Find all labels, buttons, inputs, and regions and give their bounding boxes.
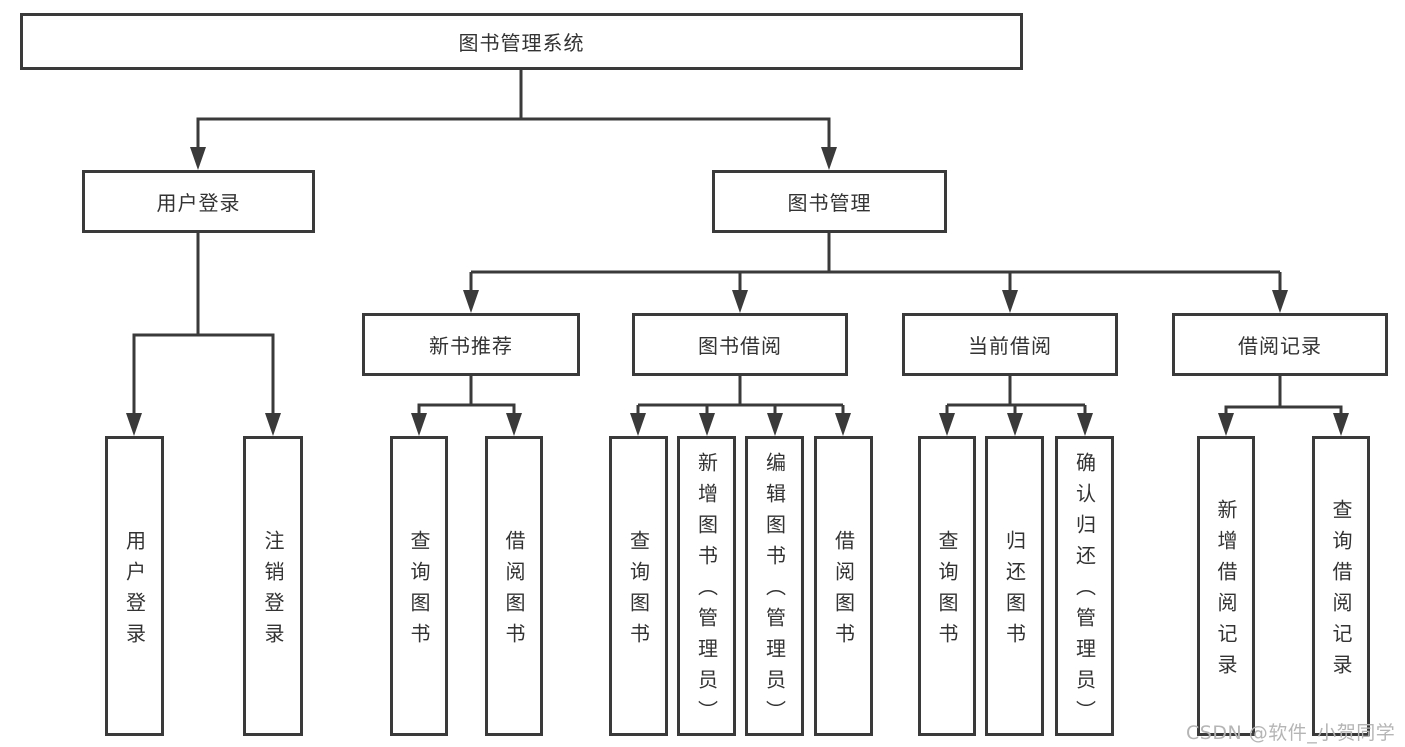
- leaf-query-books-borrow-label: 查询图书: [626, 529, 651, 654]
- leaf-user-login: 用户登录: [105, 436, 164, 736]
- arrowhead: [630, 413, 646, 436]
- arrowhead: [732, 290, 748, 313]
- node-current-borrow-label: 当前借阅: [968, 334, 1052, 358]
- leaf-add-borrow-record: 新增借阅记录: [1197, 436, 1255, 736]
- leaf-edit-books-admin-label: 编辑图书（管理员）: [762, 452, 787, 731]
- arrowhead: [126, 413, 142, 436]
- node-borrow-records-label: 借阅记录: [1238, 334, 1322, 358]
- leaf-query-books-current: 查询图书: [918, 436, 976, 736]
- leaf-borrow-books-recommend-label: 借阅图书: [502, 529, 526, 654]
- leaf-confirm-return-admin-label: 确认归还（管理员）: [1072, 452, 1097, 731]
- node-book-borrow-label: 图书借阅: [698, 334, 782, 358]
- arrowhead: [1002, 290, 1018, 313]
- leaf-query-books-current-label: 查询图书: [935, 529, 959, 654]
- node-root-system-label: 图书管理系统: [458, 31, 585, 55]
- edges-user-login-subtree: [132, 233, 275, 414]
- edges-book-borrow-subtree: [636, 376, 845, 414]
- leaf-confirm-return-admin: 确认归还（管理员）: [1055, 436, 1114, 736]
- edges-root-to-level2: [196, 70, 831, 150]
- arrowhead: [767, 413, 783, 436]
- arrowheads: [126, 147, 1349, 436]
- leaf-add-borrow-record-label: 新增借阅记录: [1214, 498, 1238, 685]
- leaf-query-books-recommend: 查询图书: [390, 436, 448, 736]
- node-borrow-records: 借阅记录: [1172, 313, 1388, 376]
- leaf-return-books-label: 归还图书: [1002, 529, 1027, 654]
- arrowhead: [190, 147, 206, 170]
- arrowhead: [1077, 413, 1093, 436]
- leaf-query-borrow-record: 查询借阅记录: [1312, 436, 1370, 736]
- leaf-borrow-books: 借阅图书: [814, 436, 873, 736]
- leaf-logout: 注销登录: [243, 436, 303, 736]
- leaf-return-books: 归还图书: [985, 436, 1044, 736]
- node-book-management-label: 图书管理: [787, 191, 872, 215]
- leaf-borrow-books-label: 借阅图书: [831, 529, 856, 654]
- csdn-watermark: CSDN @软件_小贺同学: [1186, 722, 1396, 744]
- node-book-borrow: 图书借阅: [632, 313, 848, 376]
- leaf-add-books-admin-label: 新增图书（管理员）: [694, 452, 719, 731]
- arrowhead: [835, 413, 851, 436]
- leaf-logout-label: 注销登录: [261, 529, 285, 654]
- leaf-add-books-admin: 新增图书（管理员）: [677, 436, 736, 736]
- edges-current-borrow-subtree: [945, 376, 1087, 414]
- leaf-query-books-recommend-label: 查询图书: [407, 529, 431, 654]
- node-user-login-label: 用户登录: [156, 191, 241, 215]
- arrowhead: [1333, 413, 1349, 436]
- node-user-login: 用户登录: [82, 170, 315, 233]
- arrowhead: [506, 413, 522, 436]
- arrowhead: [411, 413, 427, 436]
- arrowhead: [1272, 290, 1288, 313]
- arrowhead: [821, 147, 837, 170]
- leaf-query-borrow-record-label: 查询借阅记录: [1329, 498, 1353, 685]
- arrowhead: [463, 290, 479, 313]
- arrowhead: [1218, 413, 1234, 436]
- arrowhead: [265, 413, 281, 436]
- node-book-management: 图书管理: [712, 170, 947, 233]
- leaf-user-login-label: 用户登录: [122, 529, 147, 654]
- node-current-borrow: 当前借阅: [902, 313, 1118, 376]
- arrowhead: [939, 413, 955, 436]
- leaf-query-books-borrow: 查询图书: [609, 436, 668, 736]
- node-new-book-recommend-label: 新书推荐: [429, 334, 513, 358]
- edges-borrow-records-subtree: [1224, 376, 1343, 414]
- leaf-borrow-books-recommend: 借阅图书: [485, 436, 543, 736]
- node-new-book-recommend: 新书推荐: [362, 313, 580, 376]
- edges-new-book-rec-subtree: [417, 376, 516, 414]
- node-root-system: 图书管理系统: [20, 13, 1023, 70]
- arrowhead: [1007, 413, 1023, 436]
- arrowhead: [699, 413, 715, 436]
- leaf-edit-books-admin: 编辑图书（管理员）: [745, 436, 804, 736]
- edges-book-mgmt-to-level3: [469, 233, 1282, 291]
